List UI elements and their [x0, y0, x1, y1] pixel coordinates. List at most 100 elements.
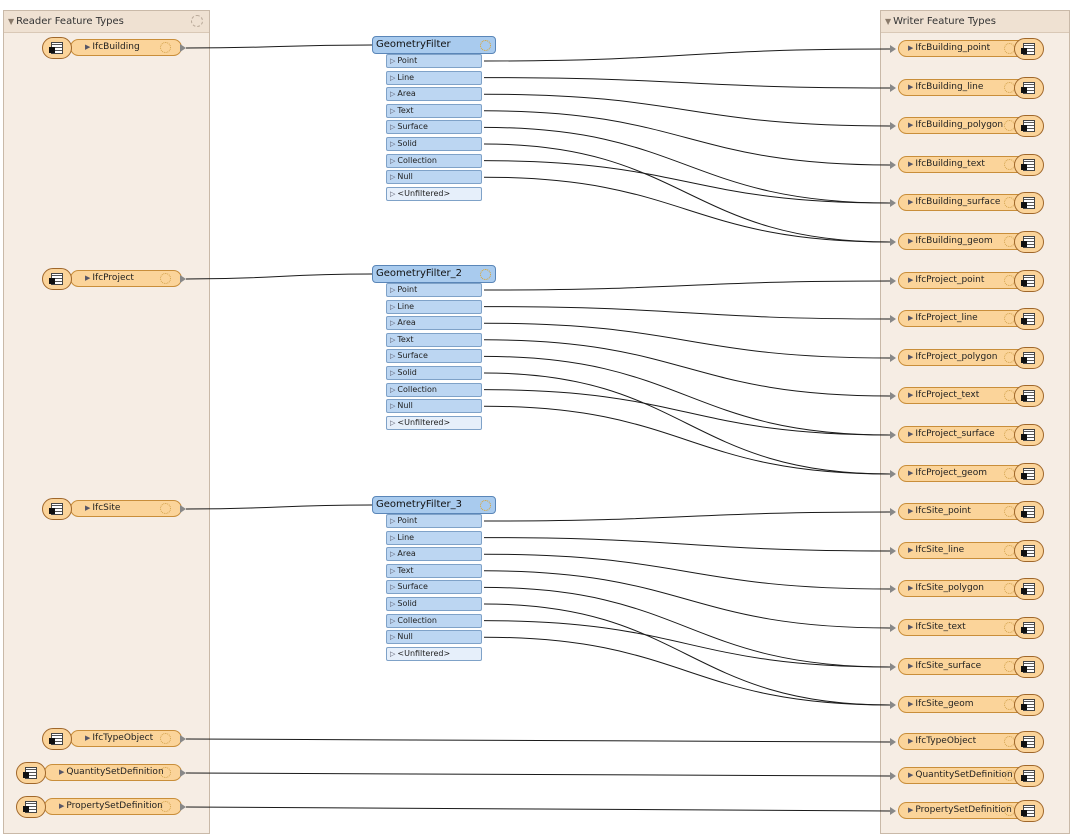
connection-line[interactable] [483, 110, 891, 166]
output-port[interactable]: ▷Solid [386, 137, 482, 151]
transformer-header[interactable]: GeometryFilter [372, 36, 496, 54]
expand-arrow-icon[interactable]: ▶ [908, 83, 914, 91]
expand-arrow-icon[interactable]: ▶ [908, 806, 914, 814]
gear-icon[interactable] [191, 15, 203, 27]
connection-line[interactable] [483, 511, 891, 522]
connection-line[interactable] [185, 772, 891, 777]
output-port-icon[interactable] [180, 803, 186, 811]
output-port[interactable]: ▷Null [386, 170, 482, 185]
connection-line[interactable] [483, 636, 891, 706]
input-port-icon[interactable] [890, 772, 896, 780]
writer-bookmark-header[interactable]: ▼Writer Feature Types [881, 11, 1069, 33]
expand-arrow-icon[interactable]: ▶ [908, 44, 914, 52]
output-port[interactable]: ▷Text [386, 563, 482, 578]
connection-line[interactable] [483, 306, 891, 320]
gear-icon[interactable] [160, 503, 171, 514]
output-port[interactable]: ▷Point [386, 283, 482, 297]
connection-line[interactable] [483, 603, 891, 706]
connection-line[interactable] [483, 389, 891, 436]
input-port-icon[interactable] [890, 663, 896, 671]
output-port[interactable]: ▷<Unfiltered> [386, 646, 482, 661]
expand-arrow-icon[interactable]: ▶ [59, 768, 65, 776]
connection-line[interactable] [483, 126, 891, 204]
gear-icon[interactable] [480, 40, 491, 51]
input-port-icon[interactable] [890, 354, 896, 362]
output-port-icon[interactable] [180, 44, 186, 52]
expand-arrow-icon[interactable]: ▶ [908, 623, 914, 631]
gear-icon[interactable] [160, 801, 171, 812]
connection-line[interactable] [483, 405, 891, 475]
gear-icon[interactable] [160, 733, 171, 744]
input-port-icon[interactable] [890, 701, 896, 709]
output-port[interactable]: ▷<Unfiltered> [386, 415, 482, 430]
expand-arrow-icon[interactable]: ▶ [908, 237, 914, 245]
connection-line[interactable] [185, 44, 373, 49]
input-port-icon[interactable] [890, 277, 896, 285]
transformer-header[interactable]: GeometryFilter_3 [372, 496, 496, 514]
connection-line[interactable] [483, 537, 891, 552]
expand-arrow-icon[interactable]: ▶ [908, 469, 914, 477]
output-port[interactable]: ▷Line [386, 530, 482, 545]
input-port-icon[interactable] [890, 470, 896, 478]
connection-line[interactable] [483, 93, 891, 127]
expand-arrow-icon[interactable]: ▶ [908, 771, 914, 779]
output-port[interactable]: ▷Solid [386, 366, 482, 380]
output-port[interactable]: ▷Line [386, 70, 482, 85]
expand-arrow-icon[interactable]: ▶ [85, 504, 91, 512]
input-port-icon[interactable] [890, 161, 896, 169]
input-port-icon[interactable] [890, 508, 896, 516]
input-port-icon[interactable] [890, 431, 896, 439]
output-port[interactable]: ▷Surface [386, 120, 482, 135]
input-port-icon[interactable] [890, 585, 896, 593]
connection-line[interactable] [185, 806, 891, 812]
input-port-icon[interactable] [890, 738, 896, 746]
input-port-icon[interactable] [890, 315, 896, 323]
output-port-icon[interactable] [180, 505, 186, 513]
connection-line[interactable] [185, 273, 373, 280]
input-port-icon[interactable] [890, 199, 896, 207]
connection-line[interactable] [483, 553, 891, 590]
input-port-icon[interactable] [890, 122, 896, 130]
connection-line[interactable] [483, 620, 891, 668]
expand-arrow-icon[interactable]: ▶ [908, 507, 914, 515]
connection-line[interactable] [483, 77, 891, 89]
expand-arrow-icon[interactable]: ▶ [59, 802, 65, 810]
output-port-icon[interactable] [180, 769, 186, 777]
connection-line[interactable] [483, 355, 891, 436]
expand-arrow-icon[interactable]: ▶ [908, 121, 914, 129]
input-port-icon[interactable] [890, 807, 896, 815]
connection-line[interactable] [483, 143, 891, 243]
connection-line[interactable] [483, 339, 891, 397]
gear-icon[interactable] [480, 269, 491, 280]
expand-arrow-icon[interactable]: ▶ [908, 737, 914, 745]
input-port-icon[interactable] [890, 45, 896, 53]
connection-line[interactable] [185, 504, 373, 510]
expand-arrow-icon[interactable]: ▶ [908, 700, 914, 708]
expand-arrow-icon[interactable]: ▶ [908, 314, 914, 322]
expand-arrow-icon[interactable]: ▶ [908, 160, 914, 168]
connection-line[interactable] [483, 176, 891, 243]
input-port-icon[interactable] [890, 84, 896, 92]
expand-arrow-icon[interactable]: ▶ [908, 391, 914, 399]
output-port[interactable]: ▷Surface [386, 580, 482, 595]
connection-line[interactable] [483, 586, 891, 668]
input-port-icon[interactable] [890, 547, 896, 555]
output-port[interactable]: ▷Point [386, 514, 482, 528]
output-port-icon[interactable] [180, 275, 186, 283]
output-port[interactable]: ▷Solid [386, 597, 482, 611]
connection-line[interactable] [483, 570, 891, 629]
output-port[interactable]: ▷Collection [386, 153, 482, 168]
expand-arrow-icon[interactable]: ▶ [908, 430, 914, 438]
output-port-icon[interactable] [180, 735, 186, 743]
gear-icon[interactable] [160, 273, 171, 284]
output-port[interactable]: ▷Surface [386, 349, 482, 364]
collapse-triangle-icon[interactable]: ▼ [885, 17, 892, 26]
output-port[interactable]: ▷Collection [386, 613, 482, 628]
connection-line[interactable] [483, 280, 891, 291]
expand-arrow-icon[interactable]: ▶ [908, 353, 914, 361]
reader-bookmark-header[interactable]: ▼Reader Feature Types [4, 11, 209, 33]
expand-arrow-icon[interactable]: ▶ [908, 662, 914, 670]
transformer-header[interactable]: GeometryFilter_2 [372, 265, 496, 283]
reader-bookmark[interactable]: ▼Reader Feature Types [3, 10, 210, 834]
input-port-icon[interactable] [890, 392, 896, 400]
